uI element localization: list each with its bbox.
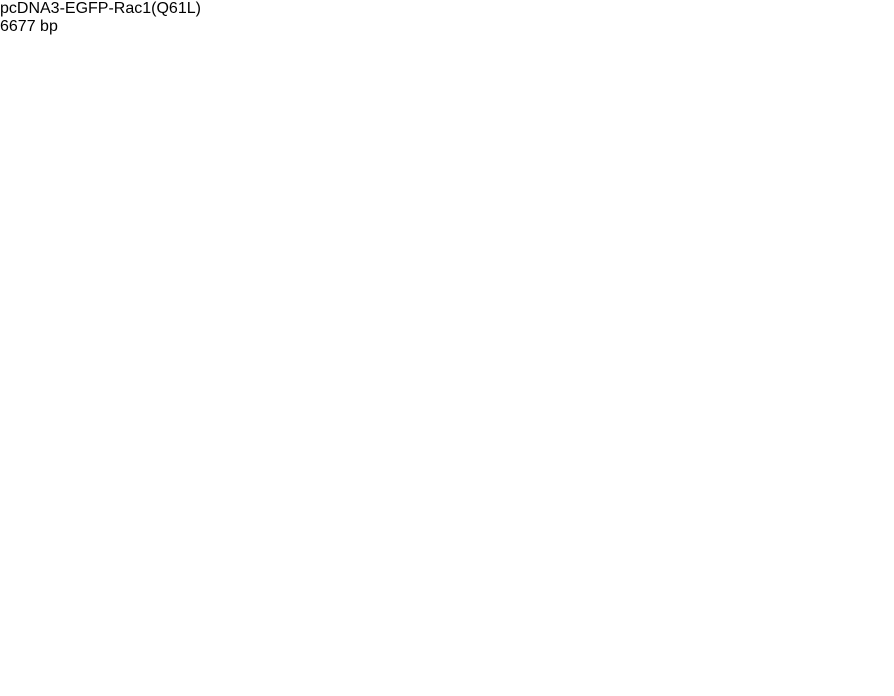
plasmid-size: 6677 bp [0, 18, 58, 35]
plasmid-title: pcDNA3-EGFP-Rac1(Q61L) [0, 0, 201, 17]
